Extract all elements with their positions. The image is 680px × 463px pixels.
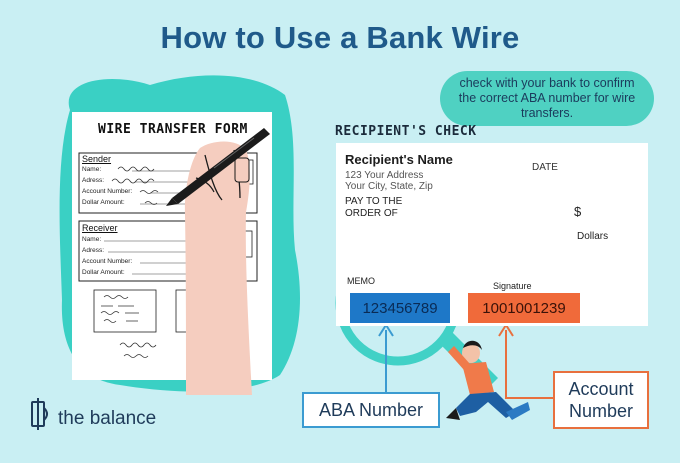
tip-bubble: check with your bank to confirm the corr… (440, 71, 654, 126)
scribble (144, 201, 158, 205)
brand-name: the balance (58, 408, 157, 429)
sender-field-name: Name: (82, 166, 102, 173)
scribble (117, 166, 155, 172)
sender-heading: Sender (82, 154, 112, 164)
recipient-name: Recipient's Name (345, 152, 453, 167)
balance-logo-icon (31, 398, 48, 430)
person-body (462, 362, 494, 395)
address-line-1: 123 Your Address (345, 170, 424, 181)
account-connector (505, 330, 553, 399)
order-of-label: ORDER OF (345, 208, 398, 219)
wire-form-title: WIRE TRANSFER FORM (98, 122, 248, 137)
scribble (139, 190, 159, 194)
sender-field-amount: Dollar Amount: (82, 199, 125, 206)
scribble (111, 178, 155, 184)
receiver-heading: Receiver (82, 223, 118, 233)
receiver-field-name: Name: (82, 236, 102, 243)
sender-field-account: Account Number: (82, 188, 133, 195)
sender-box (78, 152, 258, 214)
person-head (462, 343, 480, 363)
signature-label: Signature (493, 281, 532, 291)
receiver-field-amount: Dollar Amount: (82, 269, 125, 276)
aba-number-callout: ABA Number (302, 392, 440, 428)
memo-label: MEMO (347, 276, 375, 286)
routing-number: 123456789 (350, 293, 450, 323)
check-label: RECIPIENT'S CHECK (335, 124, 477, 139)
account-number: 1001001239 (468, 293, 580, 323)
account-callout-line2: Number (568, 401, 634, 421)
arm (184, 141, 252, 395)
account-callout-line1: Account (568, 379, 634, 399)
dollar-sign: $ (574, 204, 582, 219)
pen (172, 128, 270, 204)
receiver-field-address: Adress: (82, 247, 105, 254)
account-number-callout: Account Number (553, 371, 649, 429)
date-label: DATE (532, 162, 558, 173)
person-legs (456, 392, 516, 418)
pay-to-label: PAY TO THE (345, 196, 403, 207)
address-line-2: Your City, State, Zip (345, 181, 433, 192)
dollars-label: Dollars (577, 231, 609, 242)
stamp-box (93, 289, 157, 333)
receiver-box (78, 220, 258, 282)
sender-field-address: Adress: (82, 177, 105, 184)
page-title: How to Use a Bank Wire (160, 20, 520, 55)
receiver-field-account: Account Number: (82, 258, 133, 265)
